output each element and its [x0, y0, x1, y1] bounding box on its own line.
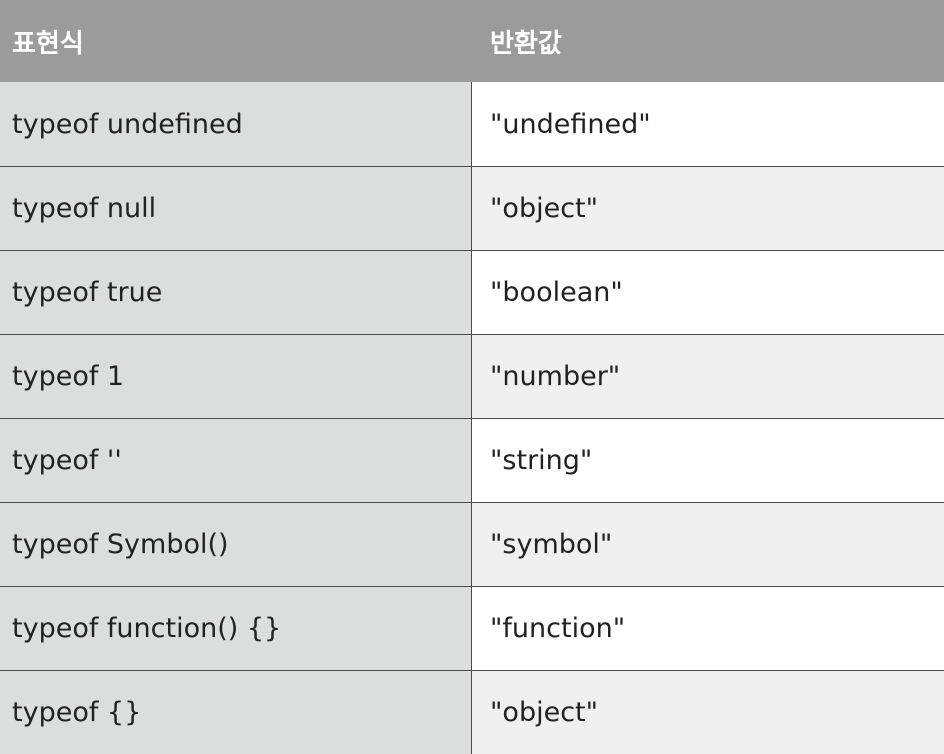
- table-row-expression: typeof undefined: [0, 82, 472, 166]
- table-row-expression: typeof {}: [0, 670, 472, 754]
- header-expression: 표현식: [0, 0, 472, 82]
- table-row-result: "number": [472, 334, 944, 418]
- table-row-result: "symbol": [472, 502, 944, 586]
- table-row-result: "string": [472, 418, 944, 502]
- table-row-expression: typeof Symbol(): [0, 502, 472, 586]
- table-row-result: "boolean": [472, 250, 944, 334]
- table-row-result: "object": [472, 670, 944, 754]
- table-row-expression: typeof true: [0, 250, 472, 334]
- table-row-expression: typeof '': [0, 418, 472, 502]
- table-row-expression: typeof 1: [0, 334, 472, 418]
- header-return-value: 반환값: [472, 0, 944, 82]
- table-row-result: "function": [472, 586, 944, 670]
- table-row-result: "undefined": [472, 82, 944, 166]
- table-row-expression: typeof null: [0, 166, 472, 250]
- table-row-expression: typeof function() {}: [0, 586, 472, 670]
- table-row-result: "object": [472, 166, 944, 250]
